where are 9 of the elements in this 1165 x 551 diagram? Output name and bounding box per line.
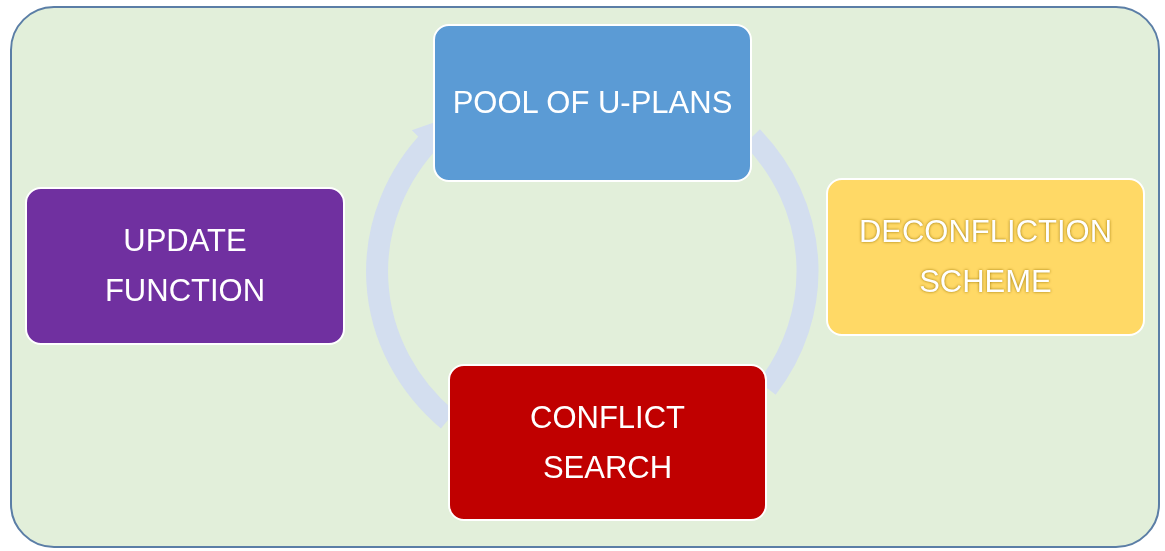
process-box xyxy=(25,187,345,345)
box-label: DECONFLICTION SCHEME xyxy=(857,213,1114,301)
process-box xyxy=(433,24,752,182)
process-box xyxy=(826,178,1145,336)
box-label: CONFLICT SEARCH xyxy=(529,398,686,487)
box-label: UPDATE FUNCTION xyxy=(103,222,267,310)
box-label: POOL OF U-PLANS xyxy=(451,84,734,123)
background-panel xyxy=(10,6,1160,548)
process-box xyxy=(448,364,767,521)
